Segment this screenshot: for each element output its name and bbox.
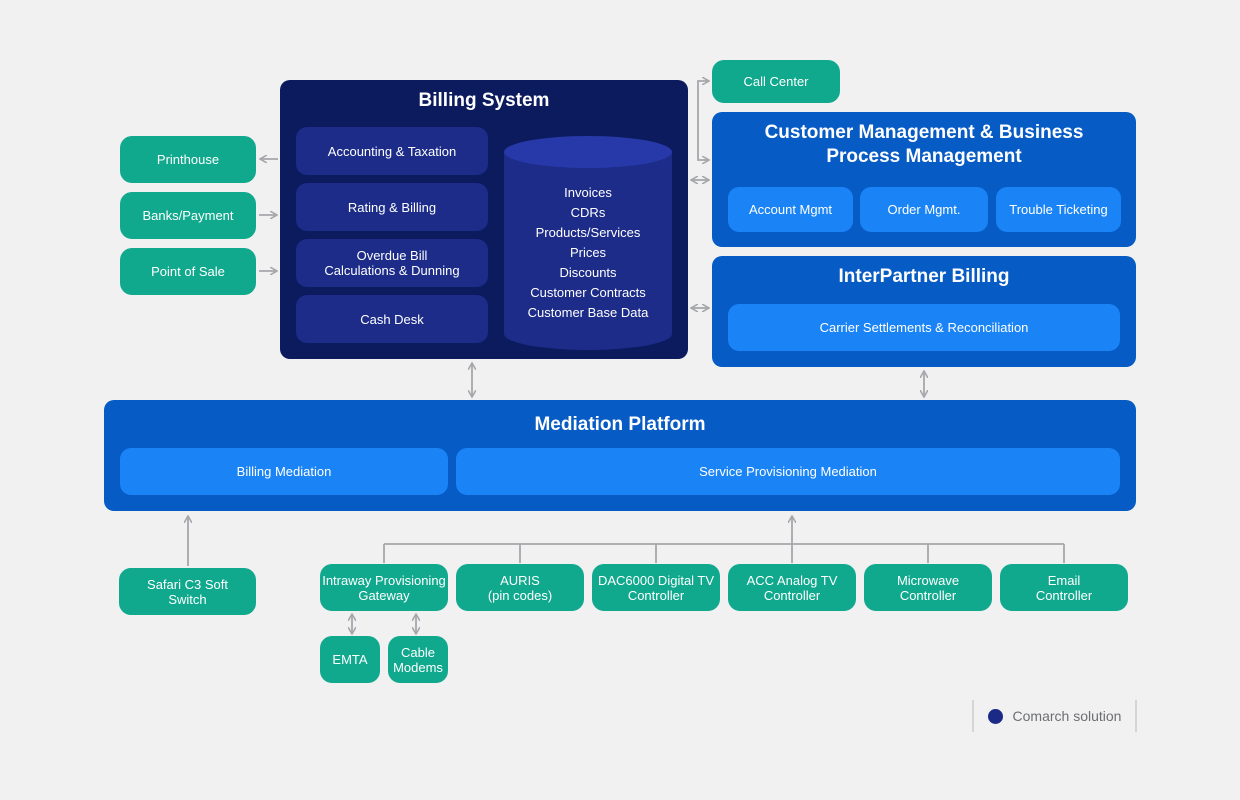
- point-of-sale-node: Point of Sale: [120, 248, 256, 295]
- db-cdrs: CDRs: [570, 205, 606, 220]
- dac6000-node: DAC6000 Digital TV Controller: [592, 564, 720, 611]
- cash-desk-item: Cash Desk: [296, 295, 488, 343]
- printhouse-node: Printhouse: [120, 136, 256, 183]
- db-prices: Prices: [569, 245, 607, 260]
- database-cylinder: [504, 136, 672, 350]
- legend: Comarch solution: [972, 700, 1137, 732]
- interpartner-title: InterPartner Billing: [838, 266, 1010, 287]
- microwave-node: Microwave Controller: [864, 564, 992, 611]
- overdue-bill-item: Overdue Bill Calculations & Dunning: [296, 239, 488, 287]
- legend-label: Comarch solution: [1012, 708, 1122, 724]
- db-products-services: Products/Services: [535, 225, 641, 240]
- trouble-ticketing-item: Trouble Ticketing: [996, 187, 1121, 232]
- arrow-billing-call-center: [697, 81, 708, 160]
- rating-billing-item: Rating & Billing: [296, 183, 488, 231]
- account-mgmt-item: Account Mgmt: [728, 187, 853, 232]
- db-invoices: Invoices: [564, 185, 612, 200]
- accounting-taxation-item: Accounting & Taxation: [296, 127, 488, 175]
- service-provisioning-mediation-item: Service Provisioning Mediation: [456, 448, 1120, 495]
- database-contents: Invoices CDRs Products/Services Prices D…: [502, 183, 674, 323]
- call-center-node: Call Center: [712, 60, 840, 103]
- email-node: Email Controller: [1000, 564, 1128, 611]
- carrier-settlements-item: Carrier Settlements & Reconciliation: [728, 304, 1120, 351]
- cable-modems-node: Cable Modems: [388, 636, 448, 683]
- db-customer-base-data: Customer Base Data: [527, 305, 649, 320]
- emta-node: EMTA: [320, 636, 380, 683]
- intraway-gateway-node: Intraway Provisioning Gateway: [320, 564, 448, 611]
- billing-system-title: Billing System: [418, 90, 550, 111]
- legend-dot-icon: [987, 708, 1003, 724]
- banks-payment-node: Banks/Payment: [120, 192, 256, 239]
- order-mgmt-item: Order Mgmt.: [860, 187, 988, 232]
- db-discounts: Discounts: [559, 265, 617, 280]
- acc-analog-node: ACC Analog TV Controller: [728, 564, 856, 611]
- db-customer-contracts: Customer Contracts: [530, 285, 646, 300]
- safari-softswitch-node: Safari C3 Soft Switch: [119, 568, 256, 615]
- auris-node: AURIS (pin codes): [456, 564, 584, 611]
- mediation-title: Mediation Platform: [534, 414, 706, 435]
- crm-title: Customer Management & Business Process M…: [764, 122, 1084, 167]
- billing-mediation-item: Billing Mediation: [120, 448, 448, 495]
